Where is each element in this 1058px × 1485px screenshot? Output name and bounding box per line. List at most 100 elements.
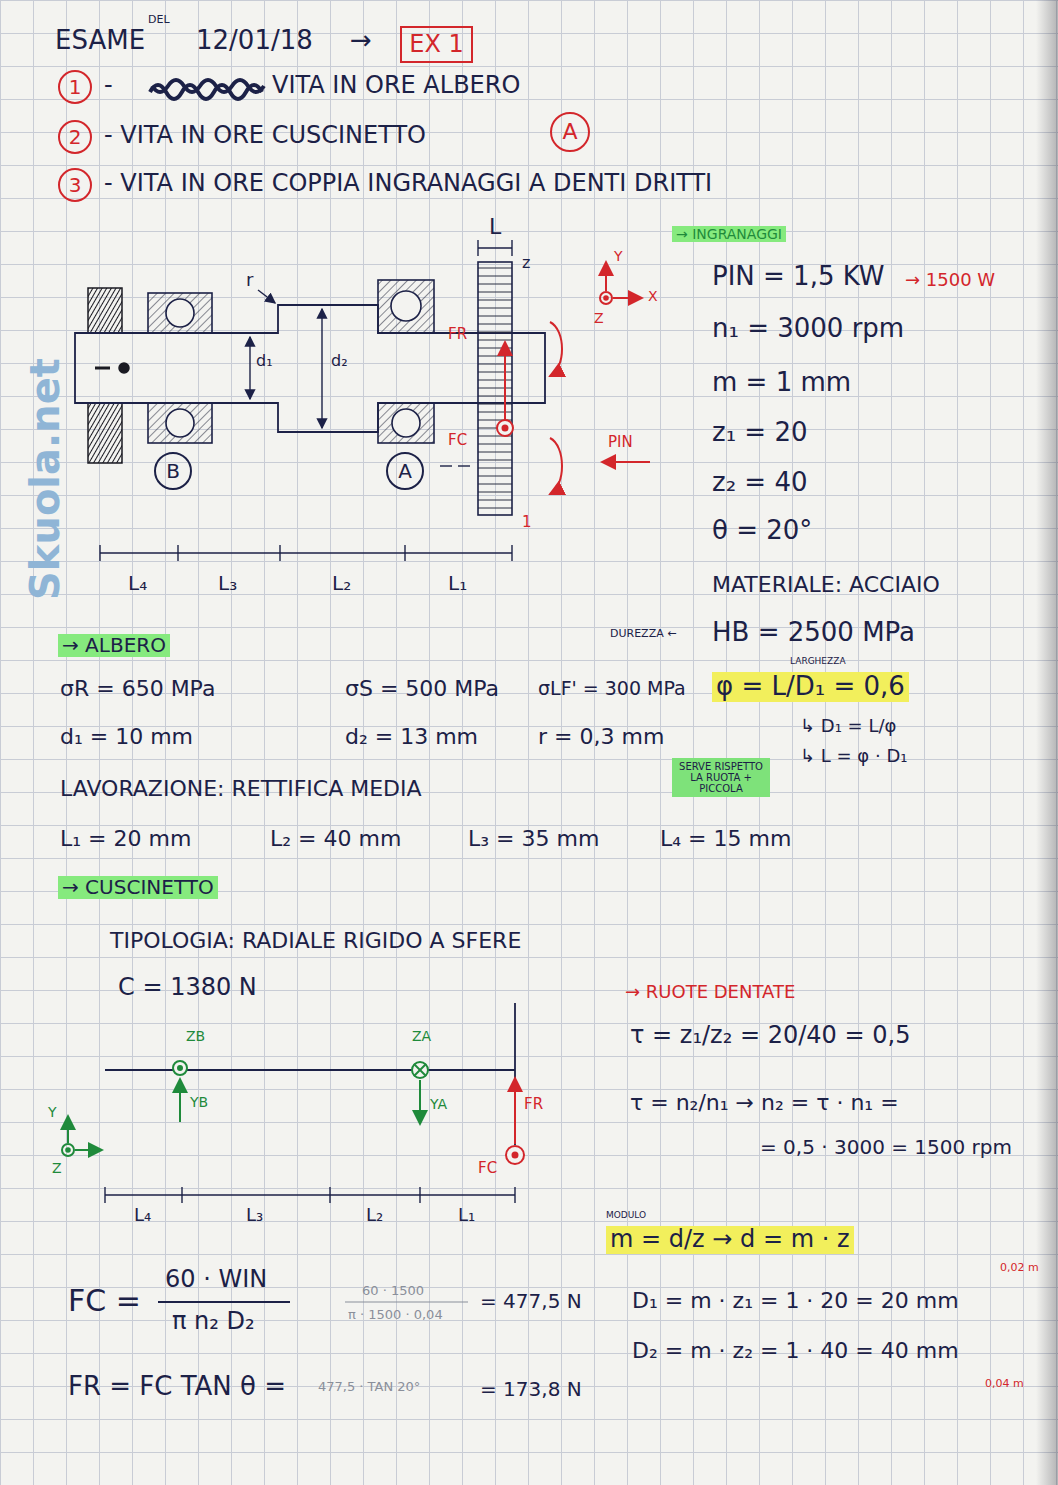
bearing-a-part: [378, 280, 434, 333]
handwritten-label: τ = n₂/n₁ → n₂ = τ · n₁ =: [630, 1090, 899, 1115]
load-forces-part: [506, 1146, 524, 1164]
handwritten-label: L: [489, 214, 501, 239]
bearing-b-part: [148, 403, 212, 443]
dimension-lines-part: [321, 309, 322, 428]
coupling-part: [88, 403, 122, 463]
highlighted-note: φ = L/D₁ = 0,6: [712, 672, 909, 702]
callout-circle: 1: [58, 70, 92, 104]
callout-circle: A: [550, 112, 590, 152]
bearing-b-part: [166, 409, 194, 437]
reaction-forces-part: [412, 1062, 428, 1078]
handwritten-label: - VITA IN ORE COPPIA INGRANAGGI A DENTI …: [104, 170, 712, 198]
handwritten-label: PIN = 1,5 KW: [712, 262, 885, 292]
bearing-a-part: [392, 409, 420, 437]
gear-forces-part: [550, 438, 562, 494]
page-spine: [1036, 0, 1058, 1485]
dimension-lines-part: [477, 240, 478, 256]
free-body-diagram-part: [105, 1194, 515, 1195]
handwritten-label: ZB: [186, 1028, 205, 1044]
handwritten-label: -: [104, 72, 113, 100]
handwritten-label: TIPOLOGIA: RADIALE RIGIDO A SFERE: [110, 928, 521, 953]
dimension-lines-part: [279, 545, 280, 561]
handwritten-label: r = 0,3 mm: [538, 724, 664, 749]
handwritten-label: ↳ D₁ = L/φ: [800, 716, 896, 737]
handwritten-label: 0,02 m: [1000, 1262, 1039, 1275]
free-body-diagram-part: [419, 1187, 420, 1203]
handwritten-label: z: [522, 254, 530, 272]
watermark: Skuola.net: [22, 358, 68, 600]
node-text: 2: [69, 126, 82, 148]
bearing-a-part: [378, 403, 434, 443]
handwritten-label: π n₂ D₂: [172, 1308, 255, 1336]
dimension-lines: [100, 240, 512, 561]
dimension-lines-part: [258, 290, 275, 303]
gear-forces-part: [613, 297, 642, 299]
free-body-diagram: [105, 1003, 515, 1203]
handwritten-label: FC: [448, 432, 467, 449]
handwritten-label: L₃: [218, 572, 237, 595]
gear-part: [478, 262, 512, 515]
handwritten-label: LARGHEZZA: [790, 656, 846, 666]
coupling: [88, 288, 129, 463]
shaft: [75, 305, 545, 432]
reaction-forces-part: [179, 1079, 181, 1122]
handwritten-label: L₁ = 20 mm: [60, 826, 191, 851]
handwritten-label: 477,5 · TAN 20°: [318, 1380, 420, 1395]
handwritten-label: ↳ L = φ · D₁: [800, 746, 907, 767]
dimension-lines-part: [99, 545, 100, 561]
handwritten-label: z₂ = 40: [712, 468, 807, 498]
free-body-diagram-part: [105, 1069, 515, 1071]
reaction-forces-part: [75, 1149, 102, 1151]
scribble-part: [152, 80, 264, 92]
dimension-lines-part: [511, 240, 512, 256]
highlighted-note: → INGRANAGGI: [672, 226, 786, 242]
handwritten-label: σR = 650 MPa: [60, 676, 215, 701]
handwritten-label: - VITA IN ORE CUSCINETTO: [104, 122, 426, 150]
handwritten-label: → 1500 W: [905, 270, 995, 291]
free-body-diagram-part: [181, 1187, 182, 1203]
node-text: 1: [69, 76, 82, 98]
dimension-lines-part: [404, 545, 405, 561]
handwritten-label: 60 · 1500: [362, 1284, 424, 1299]
reaction-forces-part: [173, 1061, 187, 1075]
gear-forces-part: [504, 342, 506, 420]
dimension-lines-part: [458, 465, 470, 466]
handwritten-label: YB: [190, 1094, 208, 1110]
fraction-bars-part: [158, 1301, 290, 1303]
handwritten-label: L₄: [128, 572, 147, 595]
reaction-forces-part: [414, 1064, 426, 1076]
reaction-forces-part: [66, 1148, 70, 1152]
gear-forces-part: [604, 296, 608, 300]
reaction-forces-part: [414, 1064, 426, 1076]
load-forces-part: [514, 1078, 516, 1144]
handwritten-label: θ = 20°: [712, 516, 812, 546]
handwritten-label: 60 · WIN: [165, 1266, 267, 1294]
handwritten-label: n₁ = 3000 rpm: [712, 314, 904, 344]
gear: [478, 262, 512, 515]
handwritten-label: d₁: [256, 352, 273, 370]
handwritten-label: L₂: [366, 1205, 383, 1226]
reaction-forces-part: [178, 1066, 182, 1070]
dimension-lines-part: [440, 465, 452, 466]
free-body-diagram-part: [104, 1187, 105, 1203]
bearing-b-part: [166, 299, 194, 327]
bearing-b: [148, 293, 212, 443]
dimension-lines-part: [177, 545, 178, 561]
handwritten-label: σLF' = 300 MPa: [538, 678, 686, 700]
coupling-part: [119, 363, 129, 373]
handwritten-label: ZA: [412, 1028, 431, 1044]
handwritten-label: →: [350, 26, 372, 56]
reaction-forces: [62, 1061, 428, 1156]
gear-forces-part: [550, 322, 562, 376]
dimension-lines-part: [249, 337, 250, 399]
scribble: [150, 80, 264, 99]
callout-circle: 3: [58, 168, 92, 202]
handwritten-label: Y: [48, 1104, 57, 1120]
bearing-a: [378, 280, 434, 443]
node-text: A: [398, 460, 412, 482]
handwritten-label: HB = 2500 MPa: [712, 618, 915, 648]
handwritten-label: FC =: [68, 1284, 141, 1319]
reaction-forces-part: [62, 1144, 74, 1156]
reaction-forces-part: [67, 1116, 69, 1143]
